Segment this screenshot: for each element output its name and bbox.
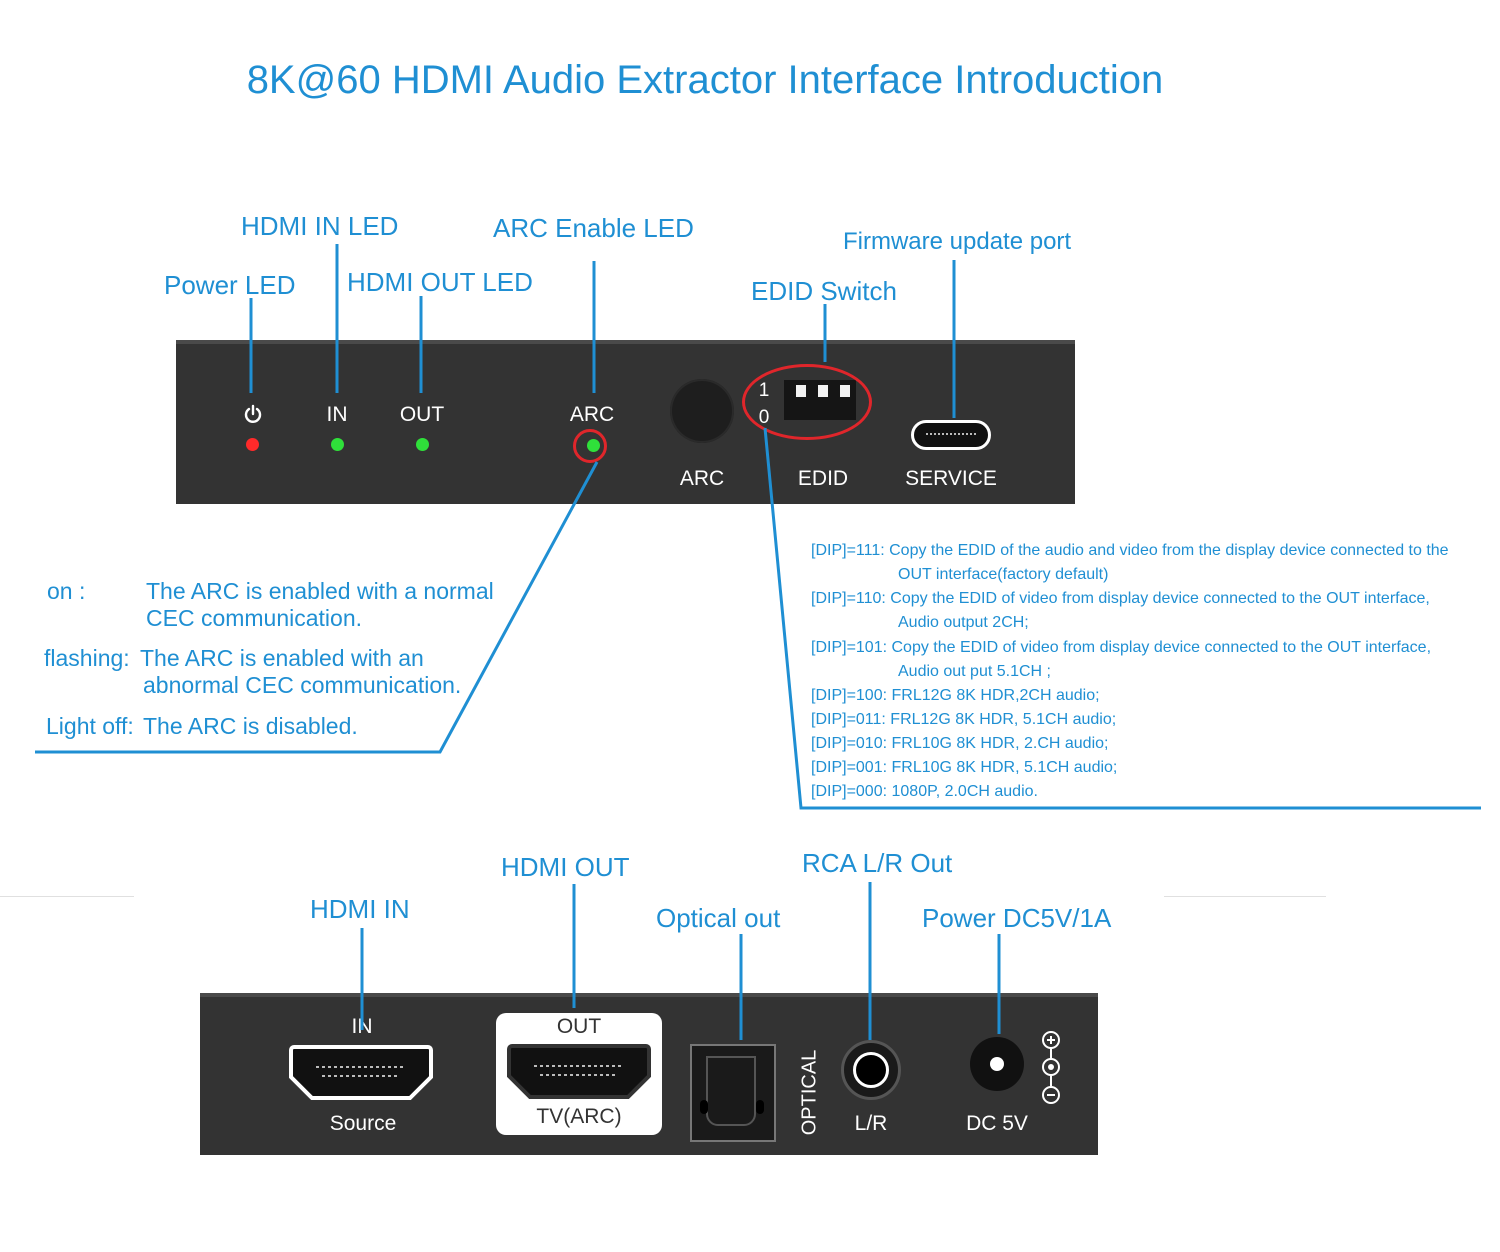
arc-state-off-key: Light off: [46,713,134,739]
dip-setting-010: [DIP]=010: FRL10G 8K HDR, 2.CH audio; [811,735,1109,752]
hdmi-out-port[interactable] [506,1042,652,1100]
callout-rca-lr-out: RCA L/R Out [802,848,953,878]
dip-setting-111-cont: OUT interface(factory default) [898,566,1109,583]
optical-port[interactable] [690,1044,776,1142]
arc-state-on-text: The ARC is enabled with a normal [146,578,494,604]
arc-button-label: ARC [679,467,725,490]
front-panel: IN OUT ARC ARC 1 0 EDID SERVICE [176,340,1075,504]
dc-label: DC 5V [966,1112,1028,1135]
rear-panel: IN Source OUT TV(ARC) OPTICAL L/R DC 5V [200,993,1098,1155]
arc-led-highlight-circle [573,429,607,463]
dc-power-jack[interactable] [970,1037,1024,1091]
usb-c-pins [926,433,976,439]
dip-setting-101: [DIP]=101: Copy the EDID of video from d… [811,639,1432,656]
arc-button[interactable] [670,379,734,443]
dc-jack-pin [990,1057,1004,1071]
callout-edid-switch: EDID Switch [751,276,897,306]
dip-setting-101-cont: Audio out put 5.1CH ; [898,663,1051,680]
source-label: Source [329,1112,397,1135]
service-usb-c-port[interactable] [911,420,991,450]
arc-state-flashing-text-2: abnormal CEC communication. [143,672,462,698]
optical-clip-right [756,1100,764,1114]
hdmi-out-plate: OUT TV(ARC) [496,1013,662,1135]
hdmi-out-led [416,438,429,451]
dip-setting-011: [DIP]=011: FRL12G 8K HDR, 5.1CH audio; [811,711,1117,728]
service-label: SERVICE [905,467,997,490]
arc-state-on-text-2: CEC communication. [146,605,363,631]
front-out-label: OUT [399,403,445,426]
callout-hdmi-in-led: HDMI IN LED [241,211,399,241]
front-in-label: IN [326,403,348,426]
arc-state-on-key: on : [47,578,86,604]
dip-setting-100: [DIP]=100: FRL12G 8K HDR,2CH audio; [811,687,1100,704]
lr-jack-hole [853,1052,889,1088]
callout-hdmi-in: HDMI IN [310,894,410,924]
hdmi-in-port[interactable] [288,1043,434,1101]
edid-switch-highlight-circle [742,364,872,440]
optical-clip-left [700,1100,708,1114]
separator-left [0,896,134,897]
separator-right [1164,896,1326,897]
callout-power-dc: Power DC5V/1A [922,903,1112,933]
callout-hdmi-out: HDMI OUT [501,852,630,882]
dip-setting-110-cont: Audio output 2CH; [898,614,1029,631]
callout-optical-out: Optical out [656,903,781,933]
callout-power-led: Power LED [164,270,296,300]
callout-firmware-update-port: Firmware update port [843,228,1072,255]
power-led [246,438,259,451]
optical-shutter [706,1056,756,1126]
callout-hdmi-out-led: HDMI OUT LED [347,267,533,297]
rear-in-label: IN [351,1015,373,1038]
rear-out-label: OUT [556,1015,602,1038]
page-title: 8K@60 HDMI Audio Extractor Interface Int… [246,58,1164,102]
callout-arc-enable-led: ARC Enable LED [493,213,694,243]
power-icon [244,404,262,423]
dip-setting-111: [DIP]=111: Copy the EDID of the audio an… [811,542,1449,559]
lr-audio-jack[interactable] [841,1040,901,1100]
optical-label: OPTICAL [798,1049,821,1136]
arc-state-off-text: The ARC is disabled. [143,713,358,739]
dip-setting-001: [DIP]=001: FRL10G 8K HDR, 5.1CH audio; [811,759,1118,776]
polarity-icon [1042,1031,1060,1104]
hdmi-in-led [331,438,344,451]
lr-label: L/R [854,1112,888,1135]
arc-state-flashing-text: The ARC is enabled with an [140,645,424,671]
dip-setting-110: [DIP]=110: Copy the EDID of video from d… [811,590,1430,607]
dip-setting-000: [DIP]=000: 1080P, 2.0CH audio. [811,783,1038,800]
front-arc-label: ARC [569,403,615,426]
arc-state-flashing-key: flashing: [44,645,130,671]
edid-label: EDID [797,467,849,490]
tv-arc-label: TV(ARC) [536,1105,622,1128]
